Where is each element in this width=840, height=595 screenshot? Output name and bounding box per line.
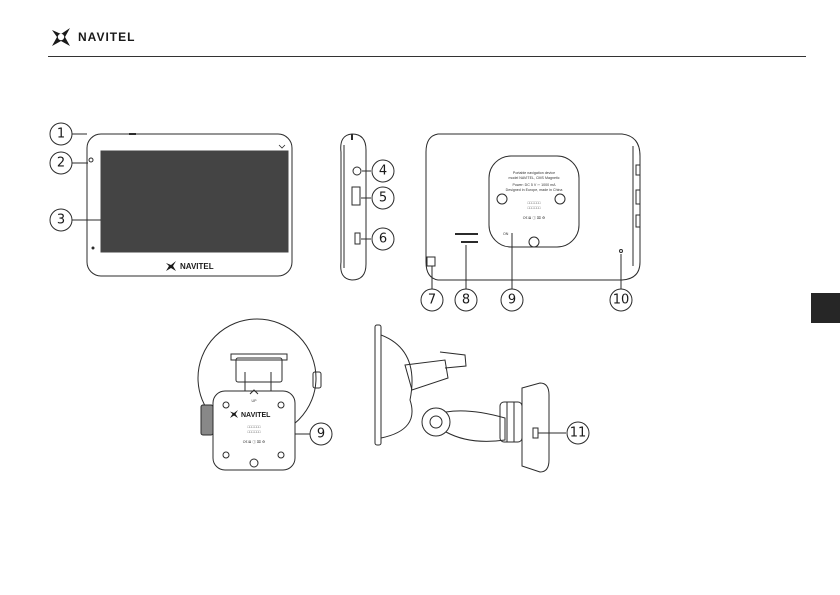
back-label-3: Power: DC 5 V ⎓ 1000 mA — [512, 183, 556, 187]
power-indicator — [88, 157, 94, 163]
back-cert-marks: C€ ⊠ ⓘ ⌧ ♻ — [523, 215, 546, 220]
back-codes-2: □□□□□□ — [527, 206, 541, 210]
header: NAVITEL — [48, 22, 135, 52]
back-view — [425, 133, 641, 289]
back-label-1: Portable navigation device — [513, 171, 555, 175]
usb-port — [354, 232, 361, 245]
callout-10: 10 — [613, 293, 630, 308]
side-housing — [340, 133, 367, 281]
callout-4: 4 — [379, 164, 387, 179]
callout-11: 11 — [570, 426, 587, 441]
suction-disc — [374, 324, 382, 446]
front-logo-icon — [166, 261, 176, 271]
header-divider — [48, 56, 806, 57]
headphone-jack — [352, 166, 362, 176]
sd-card-slot — [351, 186, 361, 206]
up-arrow-icon — [249, 389, 259, 395]
back-label-2: model NAVITEL, CMS Magnetic — [508, 176, 559, 180]
mount-wheel — [200, 404, 214, 436]
front-view — [86, 133, 293, 277]
front-brand: NAVITEL — [180, 262, 214, 271]
callout-6: 6 — [379, 232, 387, 247]
microphone — [619, 249, 623, 253]
back-codes-1: □□□□□□ — [527, 201, 541, 205]
callouts — [49, 122, 633, 446]
navitel-logo-icon — [52, 28, 70, 46]
mount-up-label: UP — [252, 399, 258, 403]
mount-knob — [312, 371, 322, 389]
section-tab — [811, 293, 840, 323]
mount-back-view — [197, 318, 322, 471]
ball-joint — [421, 407, 451, 437]
callout-9: 9 — [508, 293, 516, 308]
callout-2: 2 — [57, 156, 65, 171]
mount-codes-1: □□□□□□ — [247, 425, 261, 429]
back-housing — [425, 133, 641, 281]
back-small-label: ON — [503, 232, 509, 236]
mount-side-view — [374, 324, 566, 473]
mount-codes-2: □□□□□□ — [247, 430, 261, 434]
stylus-reset — [426, 256, 436, 267]
mount-cert-marks: C€ ⊠ ⓘ ⌧ ♻ — [243, 439, 266, 444]
usb-port-mounted — [532, 427, 539, 439]
callout-3: 3 — [57, 213, 65, 228]
screen — [100, 150, 289, 253]
back-label-4: Designed in Europe, made in China — [506, 188, 563, 192]
callout-1: 1 — [57, 127, 65, 142]
brand-name: NAVITEL — [78, 30, 136, 44]
mount-knob-side — [499, 401, 523, 443]
side-view — [340, 133, 371, 281]
callout-8: 8 — [462, 293, 470, 308]
callout-9-mount: 9 — [317, 427, 325, 442]
mount-logo-icon — [230, 410, 238, 418]
callout-5: 5 — [379, 191, 387, 206]
mount-brand: NAVITEL — [241, 412, 271, 419]
front-housing — [86, 133, 293, 277]
callout-7: 7 — [428, 293, 436, 308]
device-side-mounted — [521, 382, 550, 473]
mount-plate — [212, 390, 296, 471]
